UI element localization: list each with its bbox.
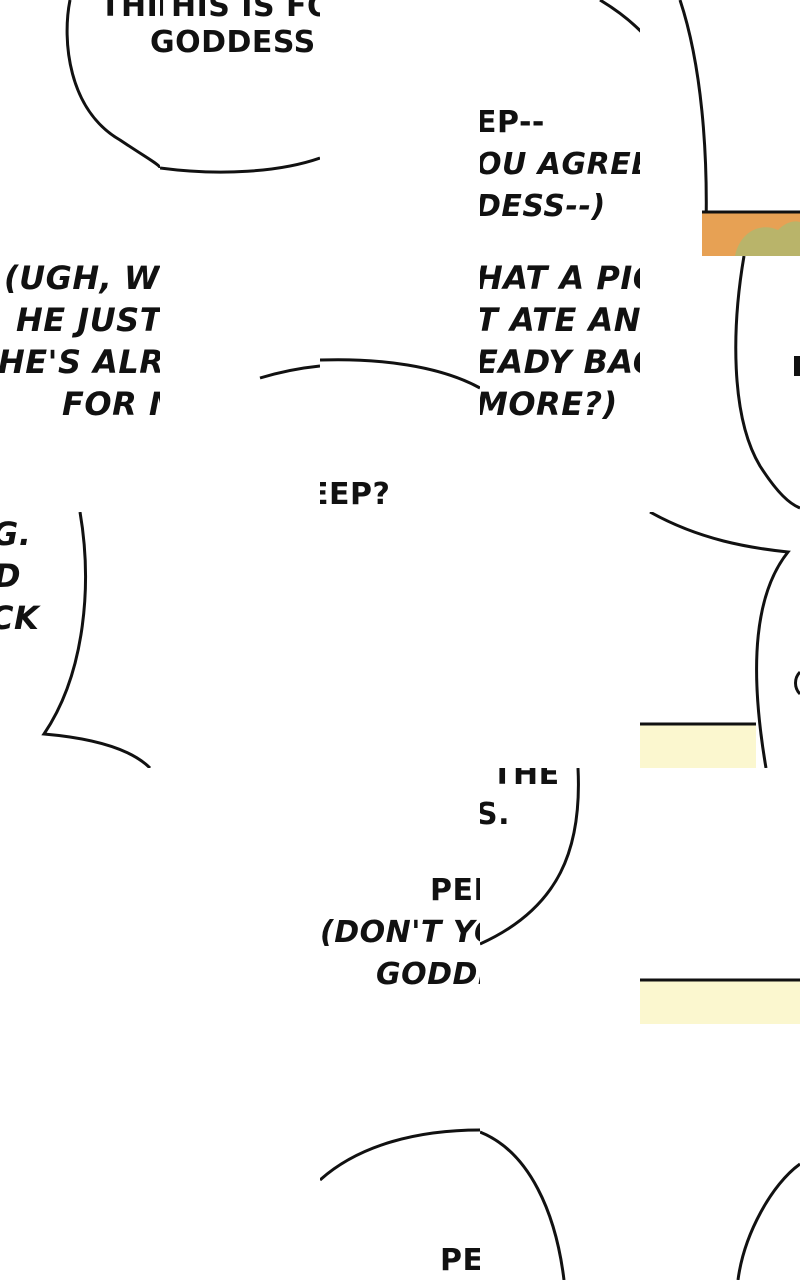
panel-fragment bbox=[640, 0, 800, 256]
bubble-text: THE bbox=[492, 768, 560, 792]
speech-bubble-outline bbox=[259, 364, 320, 380]
speech-bubble-outline bbox=[480, 768, 580, 946]
panel-fragment bbox=[640, 256, 800, 512]
bubble-text: S. bbox=[480, 797, 511, 832]
bubble-text: HE JUST bbox=[16, 301, 160, 339]
bubble-text: MORE?) bbox=[480, 385, 618, 423]
bubble-text: (DON'T YO bbox=[320, 915, 480, 950]
bubble-text: GODDESS bbox=[160, 25, 316, 60]
speech-bubble-outline bbox=[41, 512, 152, 768]
panel-fragment bbox=[0, 1024, 160, 1280]
panel-fragment: PEE (DON'T YO GODDE bbox=[320, 768, 480, 1024]
panel-fragment bbox=[0, 768, 160, 1024]
bubble-text: EEP? bbox=[320, 477, 391, 512]
speech-bubble-outline bbox=[65, 0, 160, 169]
bubble-text: THIS IS FOR bbox=[100, 0, 160, 24]
bubble-text: D bbox=[0, 560, 21, 592]
speech-bubble-outline bbox=[599, 0, 640, 33]
bubble-text: DESS--) bbox=[480, 189, 606, 224]
panel-fragment: G. D CK bbox=[0, 512, 160, 768]
bubble-text: HE'S ALR bbox=[0, 343, 160, 381]
art-panel-edge bbox=[678, 0, 800, 256]
panel-fragment bbox=[160, 512, 320, 768]
panel-fragment: THE S. bbox=[480, 768, 640, 1024]
panel-fragment: (UGH, W HE JUST HE'S ALR FOR M bbox=[0, 256, 160, 512]
panel-fragment bbox=[320, 0, 480, 256]
bubble-text: G. bbox=[0, 515, 32, 553]
panel-fragment: THIS IS FOR GODDESS bbox=[0, 0, 160, 256]
speech-bubble-outline bbox=[736, 1162, 800, 1280]
bubble-text: FOR M bbox=[62, 385, 160, 423]
panel-fragment: EEP? bbox=[320, 256, 480, 512]
bubble-text: THIS IS FOR bbox=[160, 0, 320, 24]
panel-fragment: THIS IS FOR GODDESS bbox=[160, 0, 320, 256]
panel-fragment bbox=[480, 1024, 640, 1280]
bubble-text: EADY BAC bbox=[480, 343, 640, 381]
bubble-text: PEE bbox=[430, 873, 480, 908]
panel-fragment bbox=[160, 1024, 320, 1280]
bubble-text: PE bbox=[440, 1243, 480, 1278]
panel-fragment bbox=[320, 512, 480, 768]
art-panel-edge bbox=[640, 978, 800, 1024]
speech-bubble-outline bbox=[480, 1130, 566, 1280]
panel-fragment bbox=[640, 768, 800, 1024]
panel-fragment: HAT A PIG T ATE AND EADY BAC MORE?) bbox=[480, 256, 640, 512]
panel-fragment bbox=[640, 1024, 800, 1280]
bubble-text: CK bbox=[0, 599, 40, 637]
panel-fragment bbox=[480, 512, 640, 768]
bubble-text: OU AGREE, bbox=[480, 147, 640, 182]
panel-fragment bbox=[160, 256, 320, 512]
speech-bubble-outline bbox=[160, 156, 320, 174]
bubble-text: T ATE AND bbox=[480, 301, 640, 339]
bubble-text: HAT A PIG bbox=[480, 259, 640, 297]
panel-fragment bbox=[160, 768, 320, 1024]
panel-fragment: PE bbox=[320, 1024, 480, 1280]
speech-bubble-outline bbox=[640, 512, 800, 768]
panel-fragment bbox=[640, 512, 800, 768]
bubble-text: GODDE bbox=[376, 957, 480, 992]
bubble-text: (UGH, W bbox=[4, 259, 160, 297]
panel-fragment: EP-- OU AGREE, DESS--) bbox=[480, 0, 640, 256]
bubble-text: GODDESS bbox=[150, 28, 160, 58]
bubble-text: EP-- bbox=[480, 105, 545, 140]
speech-bubble-outline bbox=[734, 256, 800, 510]
speech-bubble-outline bbox=[320, 1128, 480, 1182]
speech-bubble-outline bbox=[320, 358, 480, 390]
